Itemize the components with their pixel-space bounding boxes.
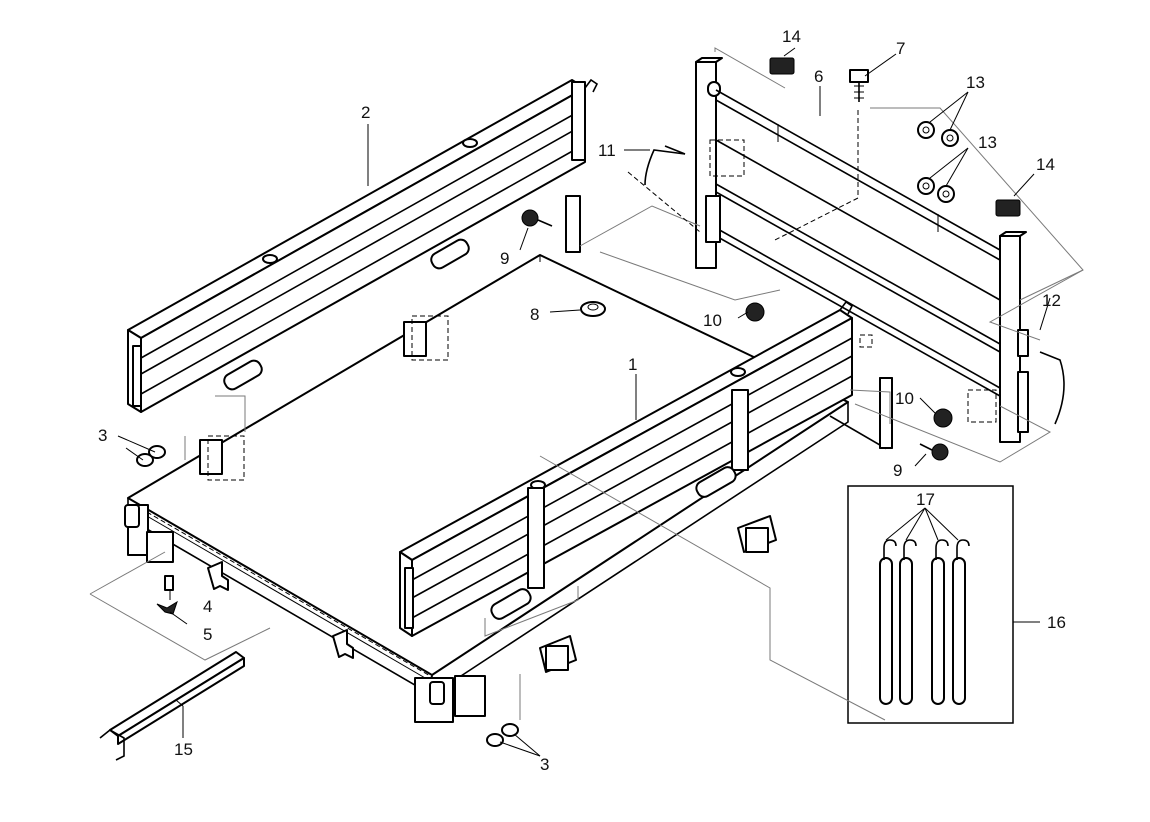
hardware [99,57,1065,761]
callout-2: 2 [361,103,370,122]
callout-3-bottom: 3 [540,755,549,774]
callout-8: 8 [530,305,539,324]
side-rail-left [127,78,599,413]
callout-17: 17 [916,490,935,509]
end-gate [695,57,1029,443]
callout-13-upper: 13 [966,73,985,92]
callout-15: 15 [174,740,193,759]
callout-11: 11 [598,141,616,160]
callout-9-bottom: 9 [893,461,902,480]
callout-16: 16 [1047,613,1066,632]
callout-14-left: 14 [782,27,801,46]
callout-14-right: 14 [1036,155,1055,174]
callout-7: 7 [896,39,905,58]
assembly-guide-lines [89,47,1084,721]
callout-labels: 1 2 3 3 4 5 6 7 8 9 9 10 10 11 12 13 13 … [98,27,1066,774]
kit-box [847,485,1014,724]
side-rail-right [399,300,854,637]
callout-6: 6 [814,67,823,86]
callout-3-left: 3 [98,426,107,445]
callout-13-lower: 13 [978,133,997,152]
callout-4: 4 [203,597,212,616]
callout-9-top: 9 [500,249,509,268]
callout-10-top: 10 [703,311,722,330]
hinge-brackets [199,139,997,481]
callout-5: 5 [203,625,212,644]
callout-10-bottom: 10 [895,389,914,408]
leader-lines [117,47,1051,757]
callout-12: 12 [1042,291,1061,310]
callout-1: 1 [628,355,637,374]
rods [879,539,970,705]
